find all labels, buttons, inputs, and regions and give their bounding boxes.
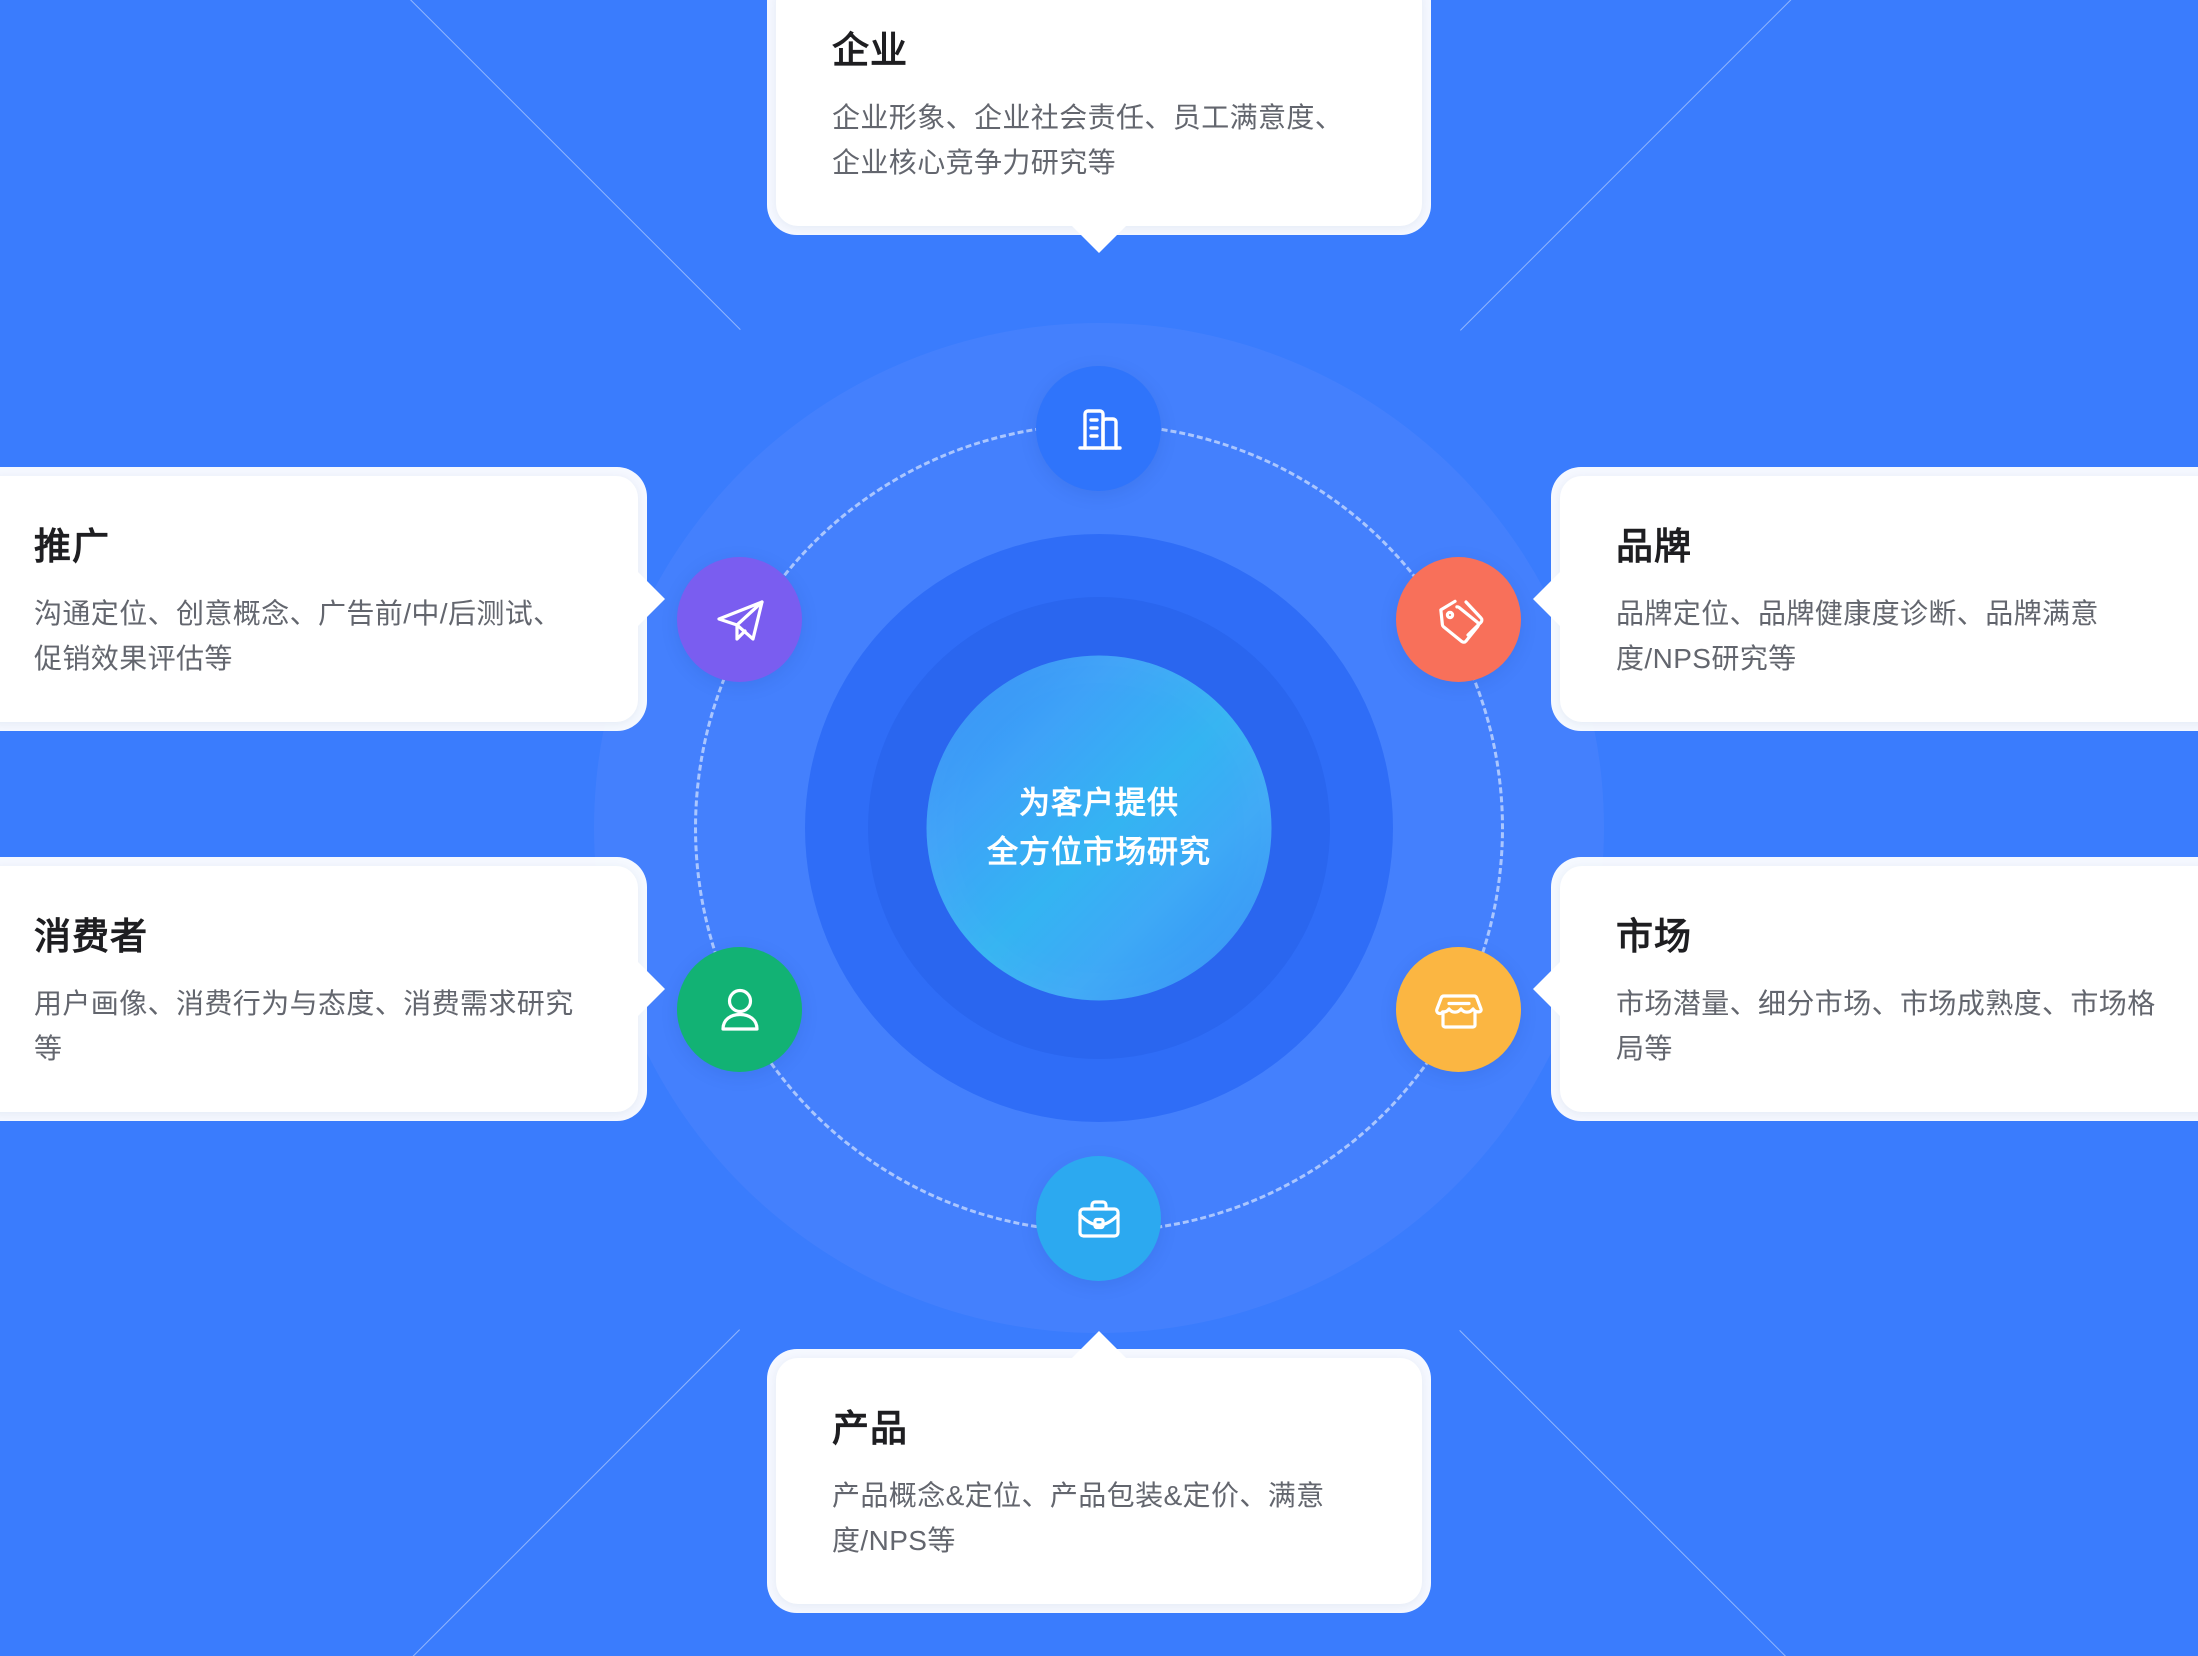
card-title: 品牌 [1616,526,1692,567]
node-icon-consumer[interactable] [677,947,802,1072]
card-pointer-right-icon [637,960,665,1017]
card-title: 市场 [1616,916,1692,957]
node-icon-enterprise[interactable] [1036,366,1161,491]
hairline-top-left [18,0,741,331]
card-brand[interactable]: 品牌 品牌定位、品牌健康度诊断、品牌满意度/NPS研究等 [1533,467,2198,731]
card-promotion[interactable]: 推广 沟通定位、创意概念、广告前/中/后测试、促销效果评估等 [0,467,665,731]
price-tag-icon [1428,589,1490,651]
node-icon-market[interactable] [1396,947,1521,1072]
hairline-bottom-left [18,1329,741,1656]
card-description: 品牌定位、品牌健康度诊断、品牌满意度/NPS研究等 [1616,598,2099,675]
card-body: 企业 企业形象、企业社会责任、员工满意度、企业核心竞争力研究等 [776,0,1422,253]
card-description: 市场潜量、细分市场、市场成熟度、市场格局等 [1616,988,2156,1065]
user-icon [709,979,771,1041]
card-body: 市场 市场潜量、细分市场、市场成熟度、市场格局等 [1533,866,2198,1112]
card-enterprise[interactable]: 企业 企业形象、企业社会责任、员工满意度、企业核心竞争力研究等 [767,0,1431,253]
briefcase-icon [1068,1188,1130,1250]
card-pointer-left-icon [1533,570,1561,627]
card-body: 产品 产品概念&定位、产品包装&定价、满意度/NPS等 [776,1331,1422,1604]
storefront-icon [1428,979,1490,1041]
hairline-bottom-right [1459,1330,2182,1656]
card-title: 消费者 [34,916,148,957]
center-hub: 为客户提供 全方位市场研究 [926,655,1272,1001]
card-pointer-left-icon [1533,960,1561,1017]
building-icon [1068,398,1130,460]
card-description: 企业形象、企业社会责任、员工满意度、企业核心竞争力研究等 [832,102,1344,179]
card-title: 推广 [34,526,110,567]
card-title: 产品 [832,1408,908,1449]
card-description: 沟通定位、创意概念、广告前/中/后测试、促销效果评估等 [34,598,562,675]
hairline-top-right [1460,0,2182,331]
card-pointer-right-icon [637,570,665,627]
node-icon-promotion[interactable] [677,557,802,682]
card-description: 产品概念&定位、产品包装&定价、满意度/NPS等 [832,1480,1325,1557]
center-hub-text: 为客户提供 全方位市场研究 [987,785,1211,869]
paper-plane-icon [709,589,771,651]
node-icon-product[interactable] [1036,1156,1161,1281]
node-icon-brand[interactable] [1396,557,1521,682]
card-title: 企业 [832,30,908,71]
card-pointer-top-icon [1071,1331,1127,1359]
card-product[interactable]: 产品 产品概念&定位、产品包装&定价、满意度/NPS等 [767,1331,1431,1613]
card-pointer-bottom-icon [1071,224,1127,253]
card-body: 品牌 品牌定位、品牌健康度诊断、品牌满意度/NPS研究等 [1533,476,2198,722]
card-body: 推广 沟通定位、创意概念、广告前/中/后测试、促销效果评估等 [0,476,665,722]
card-market[interactable]: 市场 市场潜量、细分市场、市场成熟度、市场格局等 [1533,857,2198,1121]
card-body: 消费者 用户画像、消费行为与态度、消费需求研究等 [0,866,665,1112]
card-consumer[interactable]: 消费者 用户画像、消费行为与态度、消费需求研究等 [0,857,665,1121]
card-description: 用户画像、消费行为与态度、消费需求研究等 [34,988,574,1065]
